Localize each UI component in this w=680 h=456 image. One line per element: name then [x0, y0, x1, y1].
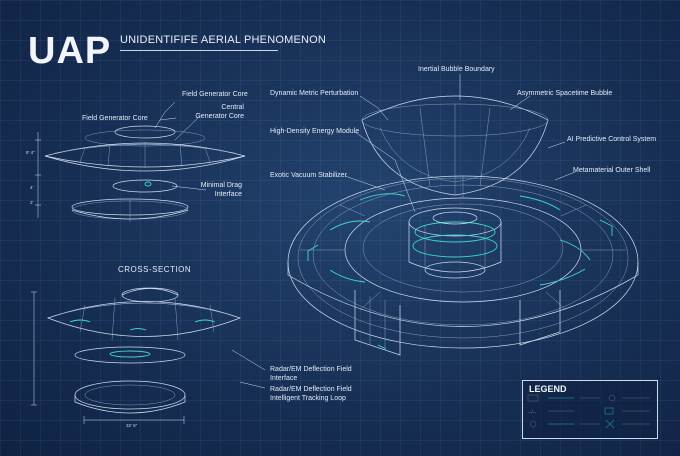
label-field-generator-core-top: Field Generator Core	[182, 91, 248, 98]
cross-section-view	[31, 287, 266, 424]
label-high-density-energy-module: High-Density Energy Module	[270, 128, 360, 135]
label-dynamic-metric-perturbation: Dynamic Metric Perturbation	[270, 90, 359, 97]
dim-side-b: 4'	[30, 185, 34, 190]
label-radar-em-deflection-interface: Radar/EM Deflection Field Interface	[270, 366, 352, 382]
dim-side-c: 2'	[30, 200, 34, 205]
legend-title: LEGEND	[529, 384, 567, 394]
label-metamaterial-outer-shell: Metamaterial Outer Shell	[573, 167, 651, 174]
cross-section-title: CROSS-SECTION	[118, 265, 192, 274]
dim-side-a: 8' 4"	[26, 150, 35, 155]
subtitle-underline	[120, 50, 278, 51]
page-subtitle: UNIDENTIFIFE AERIAL PHENOMENON	[120, 34, 327, 46]
label-inertial-bubble-boundary: Inertial Bubble Boundary	[418, 66, 495, 73]
page-title: UAP	[28, 30, 112, 72]
main-disc-view	[287, 74, 639, 356]
label-exotic-vacuum-stabilizer: Exotic Vacuum Stabilizer	[270, 172, 347, 179]
label-radar-em-deflection-tracking: Radar/EM Deflection Field Intelligent Tr…	[270, 386, 352, 402]
label-field-generator-core-left: Field Generator Core	[82, 115, 148, 122]
exploded-disc-view	[35, 101, 246, 222]
dim-bottom: 32' 6"	[126, 423, 138, 428]
label-minimal-drag-interface: Minimal Drag Interface	[200, 182, 242, 198]
label-ai-predictive-control-system: AI Predictive Control System	[567, 136, 657, 143]
legend-box: LEGEND	[522, 380, 658, 439]
label-central-generator-core: Central Generator Core	[195, 104, 244, 120]
label-asymmetric-spacetime-bubble: Asymmetric Spacetime Bubble	[517, 90, 613, 97]
